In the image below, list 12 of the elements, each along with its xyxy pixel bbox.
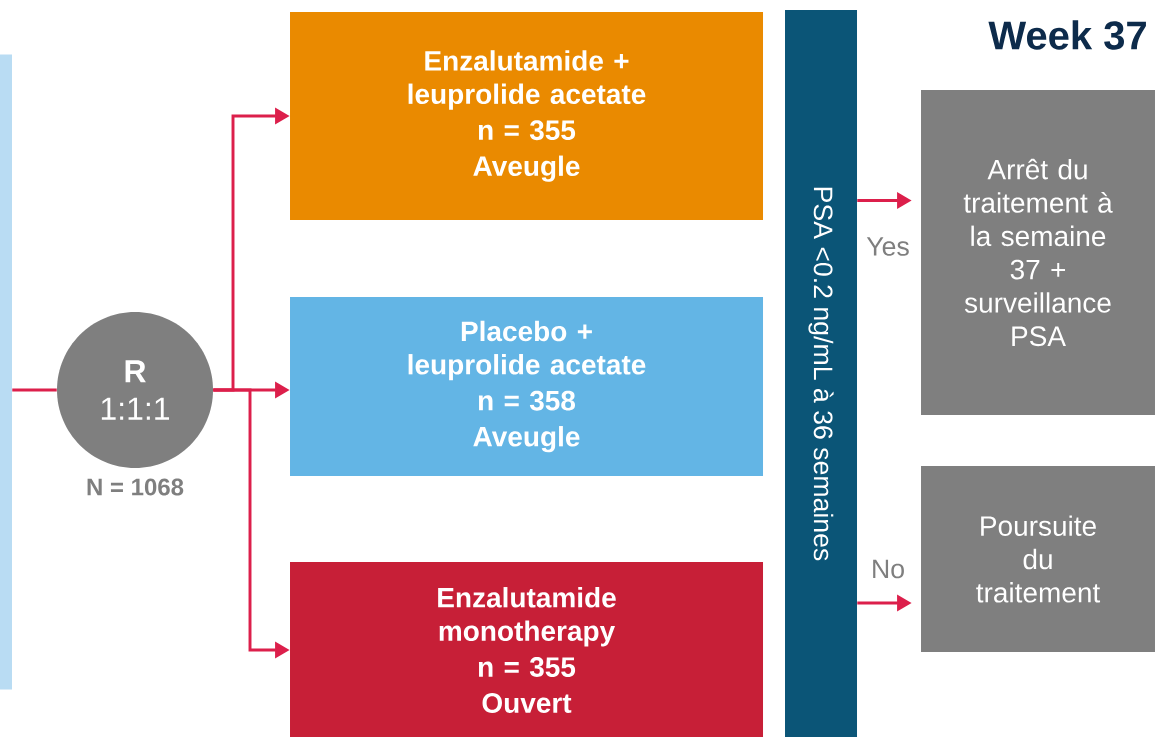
- connector-line: [12, 388, 57, 392]
- treatment-box: Placebo + leuprolide acetate n = 358 Aveugle: [290, 297, 763, 476]
- outcome-box: Poursuite du traitement: [921, 466, 1155, 652]
- criterion-band: PSA <0.2 ng/mL à 36 semaines: [785, 10, 857, 737]
- treatment-box: Enzalutamide monotherapy n = 355 Ouvert: [290, 562, 763, 737]
- outcome-box: Arrêt du traitement à la semaine 37 + surveillance PSA: [921, 90, 1155, 415]
- edge-label: No: [869, 558, 907, 580]
- edge-label: Yes: [864, 235, 912, 258]
- side-box: [0, 54, 12, 690]
- treatment-box: Enzalutamide + leuprolide acetate n = 355 Aveugle: [290, 12, 763, 220]
- title: Week 37: [988, 20, 1146, 50]
- circle-caption: N = 1068: [87, 478, 184, 496]
